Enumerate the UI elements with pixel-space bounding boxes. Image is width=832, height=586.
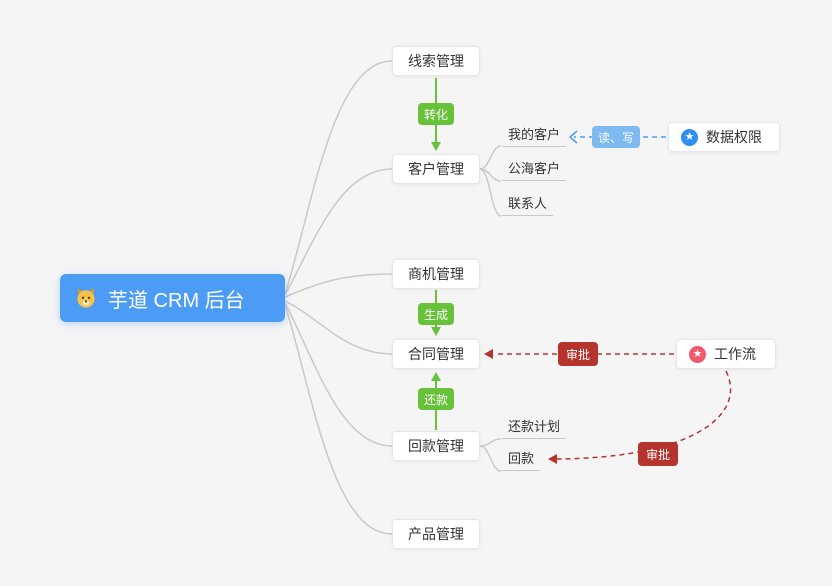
badge-generate: 生成 bbox=[418, 303, 454, 325]
arrowhead-convert bbox=[431, 142, 441, 151]
subitem-my-customers: 我的客户 bbox=[502, 126, 567, 147]
edge-root-lead bbox=[284, 60, 393, 295]
node-opportunity-management[interactable]: 商机管理 bbox=[392, 259, 480, 289]
edge-root-contract bbox=[284, 300, 393, 355]
workflow-label: 工作流 bbox=[714, 346, 756, 362]
badge-approve-contract: 审批 bbox=[558, 342, 598, 366]
node-receivable-management[interactable]: 回款管理 bbox=[392, 431, 480, 461]
node-contract-management[interactable]: 合同管理 bbox=[392, 339, 480, 369]
data-permission-star-icon: ★ bbox=[681, 128, 698, 146]
edge-receivable-payment bbox=[479, 445, 502, 472]
node-workflow[interactable]: ★ 工作流 bbox=[676, 339, 776, 369]
subitem-public-customers: 公海客户 bbox=[502, 160, 567, 181]
root-label: 芋道 CRM 后台 bbox=[108, 289, 245, 312]
subitem-repayment-plan: 还款计划 bbox=[502, 418, 567, 439]
badge-approve-receivable: 审批 bbox=[638, 442, 678, 466]
badge-read-write: 读、写 bbox=[592, 126, 640, 148]
node-root[interactable]: 芋道 CRM 后台 bbox=[60, 274, 285, 322]
edge-receivable-plan bbox=[479, 438, 502, 447]
edge-root-customer bbox=[284, 168, 393, 296]
arrowhead-readwrite bbox=[568, 130, 578, 144]
badge-convert: 转化 bbox=[418, 103, 454, 125]
arrowhead-approve-contract bbox=[484, 349, 493, 359]
node-lead-management[interactable]: 线索管理 bbox=[392, 46, 480, 76]
edge-customer-contacts bbox=[479, 168, 502, 217]
node-customer-management[interactable]: 客户管理 bbox=[392, 154, 480, 184]
edge-root-receivable bbox=[284, 302, 393, 447]
workflow-star-icon: ★ bbox=[689, 345, 706, 363]
dog-icon bbox=[74, 286, 98, 310]
arrowhead-repay bbox=[431, 372, 441, 381]
badge-repay: 还款 bbox=[418, 388, 454, 410]
arrowhead-approve-payment bbox=[548, 454, 557, 464]
edge-root-product bbox=[284, 304, 393, 535]
node-data-permission[interactable]: ★ 数据权限 bbox=[668, 122, 780, 152]
node-product-management[interactable]: 产品管理 bbox=[392, 519, 480, 549]
edge-root-opportunity bbox=[284, 273, 393, 298]
subitem-payment: 回款 bbox=[502, 450, 541, 471]
edge-customer-public bbox=[479, 168, 502, 182]
subitem-contacts: 联系人 bbox=[502, 195, 554, 216]
edge-customer-my bbox=[479, 145, 502, 170]
arrowhead-generate bbox=[431, 327, 441, 336]
data-permission-label: 数据权限 bbox=[706, 129, 762, 145]
